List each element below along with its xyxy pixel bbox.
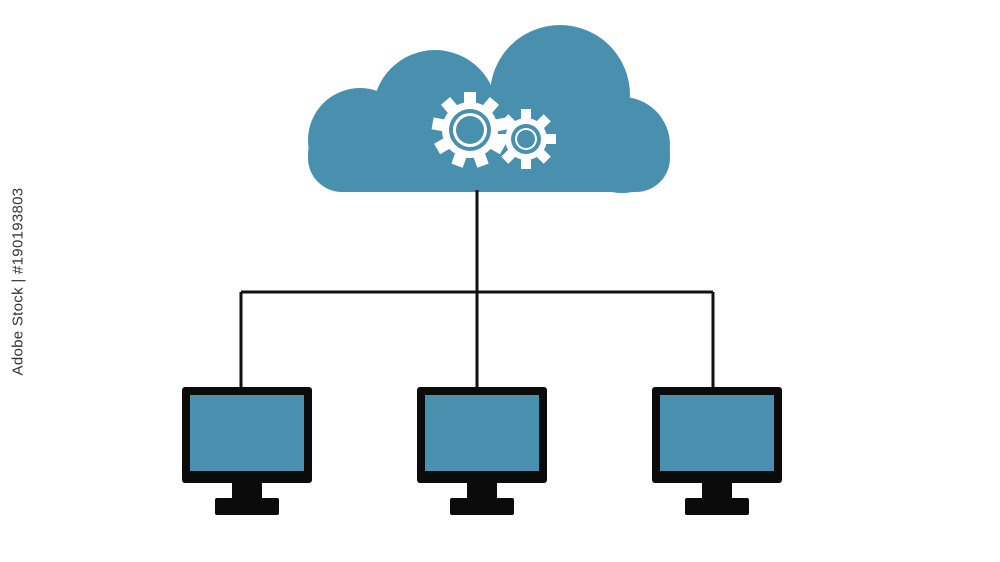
small-gear-icon bbox=[496, 109, 556, 169]
monitor-icon bbox=[652, 387, 782, 515]
stock-id-text: Adobe Stock | #190193803 bbox=[9, 187, 27, 375]
stock-id-watermark: Adobe Stock | #190193803 bbox=[0, 0, 36, 562]
large-gear-icon bbox=[431, 92, 509, 168]
network-connectors bbox=[239, 190, 715, 390]
monitor-icon bbox=[417, 387, 547, 515]
monitor-icon bbox=[182, 387, 312, 515]
